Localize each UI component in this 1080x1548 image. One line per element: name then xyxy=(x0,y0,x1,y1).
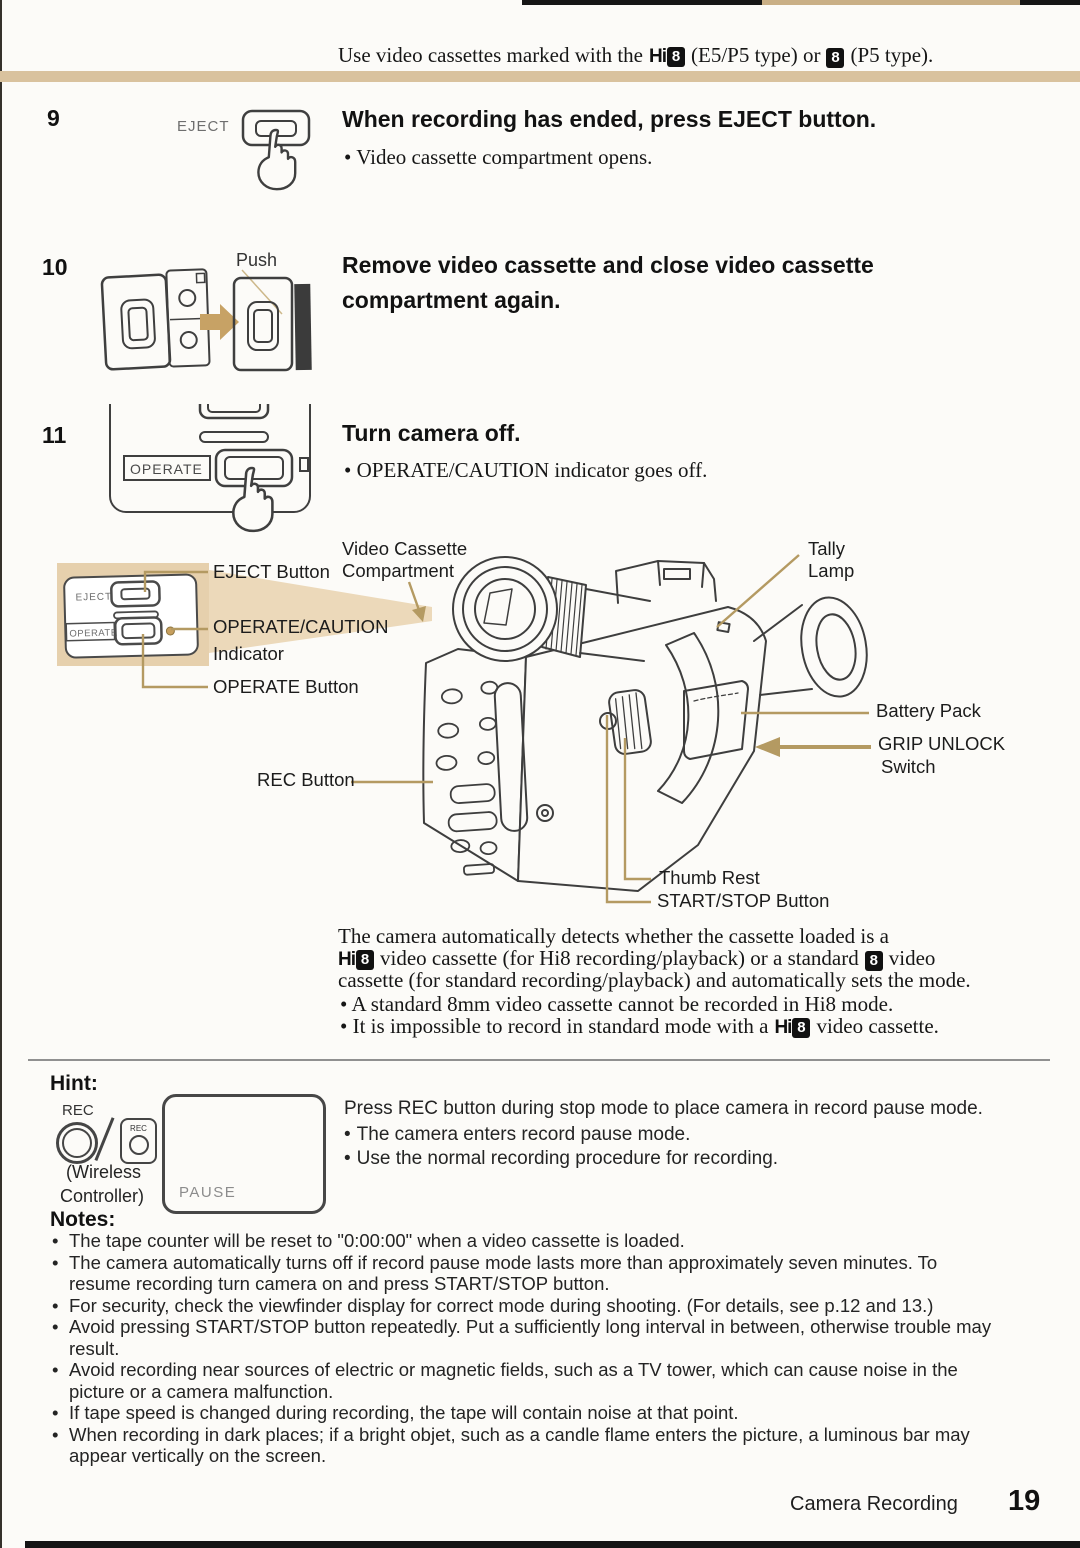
footer-section-title: Camera Recording xyxy=(790,1493,958,1515)
arrow-right-icon xyxy=(200,304,239,340)
step-11-title: Turn camera off. xyxy=(342,420,521,446)
top-tan-bar xyxy=(762,0,1020,5)
label-video-cassette-compartment: Video Cassette xyxy=(342,538,468,559)
bottom-black-bar xyxy=(25,1541,1080,1548)
cassette-removal-illustration xyxy=(100,268,312,372)
open-door-icon xyxy=(100,273,172,371)
step-9-bullet: Video cassette compartment opens. xyxy=(344,145,652,170)
callout-line-vcc xyxy=(407,581,422,614)
note-item: Avoid recording near sources of electric… xyxy=(52,1359,1057,1402)
label-battery-pack: Battery Pack xyxy=(876,700,981,721)
label-eject-button: EJECT Button xyxy=(213,561,330,582)
wireless-rec-label: REC xyxy=(130,1124,147,1133)
vcc-arrowhead xyxy=(412,606,426,622)
notes-list: The tape counter will be reset to "0:00:… xyxy=(52,1230,1057,1467)
note-item: For security, check the viewfinder displ… xyxy=(52,1295,1057,1317)
label-tally-lamp-2: Lamp xyxy=(808,560,855,581)
step-9-number: 9 xyxy=(47,105,60,131)
body-bullet-1: A standard 8mm video cassette cannot be … xyxy=(340,992,893,1017)
hint-bullet-1: The camera enters record pause mode. xyxy=(344,1124,691,1146)
wireless-caption-2: Controller) xyxy=(60,1186,145,1206)
label-tally-lamp: Tally xyxy=(808,538,846,559)
footer-page-number: 19 xyxy=(1008,1485,1041,1517)
note-item: When recording in dark places; if a brig… xyxy=(52,1424,1057,1467)
operate-button-illustration: OPERATE xyxy=(109,404,311,533)
hint-bullet-2: Use the normal recording procedure for r… xyxy=(344,1148,778,1170)
notes-heading: Notes: xyxy=(50,1208,116,1231)
note-item: If tape speed is changed during recordin… xyxy=(52,1402,1057,1424)
section-divider xyxy=(28,1059,1050,1061)
label-grip-unlock-2: Switch xyxy=(881,756,936,777)
label-start-stop: START/STOP Button xyxy=(657,890,830,911)
step-11-bullet: OPERATE/CAUTION indicator goes off. xyxy=(344,458,708,483)
label-operate-caution-2: Indicator xyxy=(213,643,284,664)
page-left-edge xyxy=(0,0,2,1548)
inset-control-panel: EJECT OPERATE xyxy=(63,573,199,659)
hand-icon xyxy=(232,466,274,533)
note-item: Avoid pressing START/STOP button repeate… xyxy=(52,1316,1057,1359)
lens-outer xyxy=(452,556,558,662)
eject-button-icon: EJECT xyxy=(177,109,311,191)
body-paragraph-line1: The camera automatically detects whether… xyxy=(338,924,889,948)
label-operate-button: OPERATE Button xyxy=(213,676,359,697)
label-grip-unlock: GRIP UNLOCK xyxy=(878,733,1006,754)
label-operate-caution: OPERATE/CAUTION xyxy=(213,616,389,637)
step-10-number: 10 xyxy=(42,254,68,280)
header-text: Use video cassettes marked with the xyxy=(338,43,643,67)
label-rec-button: REC Button xyxy=(257,769,355,790)
callout-line-eject xyxy=(143,570,208,592)
rec-label: REC xyxy=(62,1102,94,1119)
step-10-title-line1: Remove video cassette and close video ca… xyxy=(342,252,874,278)
body-paragraph-line3: cassette (for standard recording/playbac… xyxy=(338,968,971,992)
cassette-slot-dark xyxy=(294,283,312,371)
callout-line-startstop xyxy=(605,715,651,904)
camcorder-drawing xyxy=(422,556,868,892)
rec-button-icon xyxy=(56,1122,98,1164)
header-tan-band xyxy=(0,71,1080,82)
wireless-rec-button-icon: REC xyxy=(120,1118,157,1164)
inset-operate-label: OPERATE xyxy=(69,627,117,639)
pause-indicator: PAUSE xyxy=(179,1184,237,1201)
step-11-number: 11 xyxy=(42,422,67,448)
eject-icon-label: EJECT xyxy=(177,118,230,135)
label-thumb-rest: Thumb Rest xyxy=(659,867,760,888)
hand-icon xyxy=(257,128,297,191)
8-logo: 8 xyxy=(826,48,845,68)
operate-icon-label: OPERATE xyxy=(130,461,203,477)
wireless-caption-1: (Wireless xyxy=(66,1162,141,1182)
viewfinder-pause-box: PAUSE xyxy=(162,1094,326,1214)
battery-pack-shape xyxy=(683,680,749,760)
header-text: (P5 type). xyxy=(850,43,934,67)
note-item: The tape counter will be reset to "0:00:… xyxy=(52,1230,1057,1252)
step-10-title-line2: compartment again. xyxy=(342,287,561,313)
callout-line-tally xyxy=(716,554,800,628)
front-buttons xyxy=(435,680,499,876)
callout-lines xyxy=(141,554,871,904)
8-logo: 8 xyxy=(864,951,883,971)
top-black-bar-right xyxy=(1020,0,1080,5)
header-text: (E5/P5 type) or xyxy=(691,43,821,67)
note-item: The camera automatically turns off if re… xyxy=(52,1252,1057,1295)
body-bullet-2: It is impossible to record in standard m… xyxy=(340,1014,939,1039)
hint-intro: Press REC button during stop mode to pla… xyxy=(344,1098,983,1119)
callout-line-thumb xyxy=(623,738,651,881)
hint-heading: Hint: xyxy=(50,1072,98,1095)
closed-door-icon xyxy=(232,276,294,372)
label-video-cassette-compartment-2: Compartment xyxy=(342,560,455,581)
inset-beam xyxy=(209,570,432,653)
inset-eject-label: EJECT xyxy=(75,592,112,604)
grip-arrowhead xyxy=(755,737,780,757)
push-label: Push xyxy=(236,250,278,270)
callout-line-operate xyxy=(141,634,208,689)
step-9-title: When recording has ended, press EJECT bu… xyxy=(342,106,877,132)
thumb-rest-shape xyxy=(608,689,652,755)
top-black-bar xyxy=(522,0,762,5)
